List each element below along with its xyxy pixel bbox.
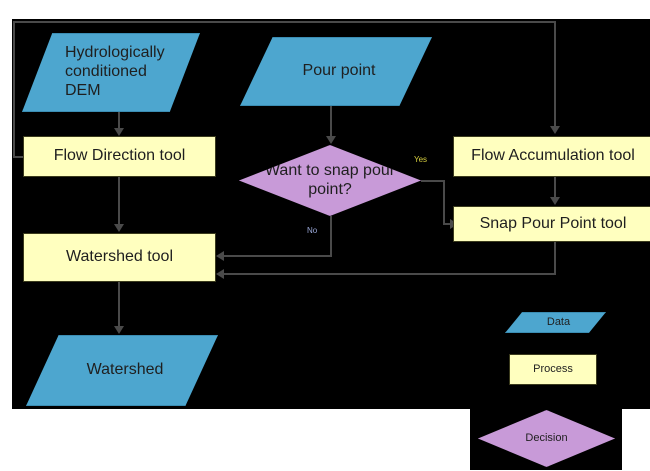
arrowhead-to-flowaccumulation [550, 126, 560, 134]
arrowhead-watershedtool-to-output [114, 326, 124, 334]
legend-item-process: Process [509, 354, 597, 385]
node-watershed-tool[interactable]: Watershed tool [23, 233, 216, 282]
arrowhead-no-into-watershedtool [216, 251, 224, 261]
connector-snap-down [554, 242, 556, 274]
connector-flowdirection-up [13, 21, 15, 158]
node-label-watershed-tool: Watershed tool [65, 248, 173, 266]
connector-dem-to-flowdirection [118, 112, 120, 130]
connector-watershedtool-to-output [118, 282, 120, 327]
node-label-hydrologically-conditioned-dem: Hydrologically conditioned DEM [65, 44, 165, 99]
arrowhead-pourpoint-to-decision [326, 136, 336, 144]
legend-item-data: Data [505, 312, 606, 333]
node-label-want-to-snap-pour-point: Want to snap pour point? [264, 161, 396, 198]
connector-down-to-flowaccumulation [554, 21, 556, 128]
legend-label-decision: Decision [525, 432, 568, 445]
legend-label-process: Process [533, 363, 573, 376]
connector-flowdirection-to-watershedtool [118, 177, 120, 225]
connector-no-down [330, 216, 332, 256]
connector-yes-into-snap [443, 223, 453, 225]
connector-flowaccum-to-snap [554, 177, 556, 198]
node-watershed-output[interactable]: Watershed [26, 335, 218, 406]
node-pour-point[interactable]: Pour point [240, 37, 432, 106]
node-label-flow-accumulation-tool: Flow Accumulation tool [471, 147, 635, 165]
node-label-pour-point: Pour point [302, 62, 376, 80]
connector-flowdirection-left-stub [13, 156, 25, 158]
node-label-flow-direction-tool: Flow Direction tool [53, 147, 186, 165]
connector-pourpoint-to-decision [330, 106, 332, 138]
arrowhead-dem-to-flowdirection [114, 128, 124, 136]
branch-label-no: No [307, 226, 318, 235]
connector-yes-down [443, 180, 445, 224]
connector-no-left [224, 255, 332, 257]
branch-label-yes: Yes [414, 155, 428, 164]
connector-top-rail [13, 21, 556, 23]
node-hydrologically-conditioned-dem[interactable]: Hydrologically conditioned DEM [22, 33, 200, 112]
connector-yes-right [421, 180, 445, 182]
legend-label-data: Data [546, 316, 571, 329]
node-flow-direction-tool[interactable]: Flow Direction tool [23, 136, 216, 177]
arrowhead-flowaccum-to-snap [550, 197, 560, 205]
arrowhead-flowdirection-to-watershedtool [114, 224, 124, 232]
node-label-snap-pour-point-tool: Snap Pour Point tool [479, 214, 627, 232]
node-flow-accumulation-tool[interactable]: Flow Accumulation tool [453, 136, 650, 177]
connector-snap-left [224, 273, 556, 275]
node-snap-pour-point-tool[interactable]: Snap Pour Point tool [453, 206, 650, 242]
arrowhead-snap-into-watershedtool [216, 269, 224, 279]
node-label-watershed-output: Watershed [86, 361, 164, 379]
